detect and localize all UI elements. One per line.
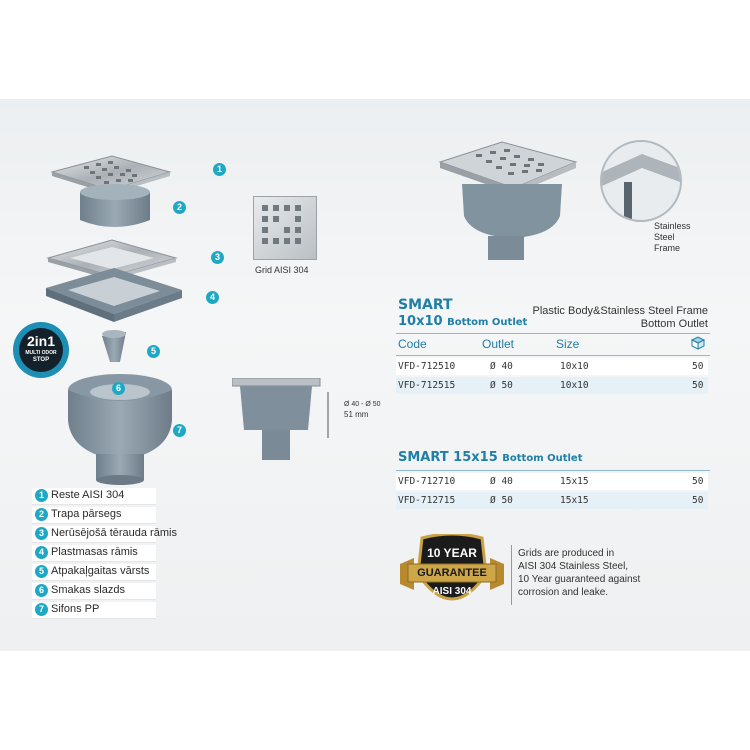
frame-caption-2: Steel [654,232,675,242]
multi-odor-stop-badge: 2in1 MULTI ODOR STOP [13,322,69,378]
legend-num: 4 [35,546,48,559]
callout-7: 7 [173,424,186,437]
frame-caption-1: Stainless [654,221,691,231]
legend-num: 5 [35,565,48,578]
smart10-hdr-code: Code [398,337,427,351]
smart10-table: VFD-712510 Ø 40 10x10 50 VFD-712515 Ø 50… [396,358,710,398]
row-outlet: Ø 50 [490,380,513,391]
legend-num: 2 [35,508,48,521]
row-qty: 50 [692,380,704,391]
legend-num: 7 [35,603,48,616]
smart15-title: SMART 15x15 Bottom Outlet [398,450,583,465]
legend-label: Plastmasas rāmis [51,546,138,558]
guarantee-text-line: corrosion and leake. [518,587,609,598]
guarantee-text-line: Grids are produced in [518,548,615,559]
guarantee-text: Grids are produced in AISI 304 Stainless… [518,547,640,599]
smart10-outlet-label: Bottom Outlet [447,317,528,328]
callout-3: 3 [211,251,224,264]
frame-detail-zoom [600,140,682,222]
callout-5: 5 [147,345,160,358]
row-size: 15x15 [560,495,589,506]
row-size: 10x10 [560,380,589,391]
row-qty: 50 [692,476,704,487]
row-size: 15x15 [560,476,589,487]
grid-pattern [262,205,301,244]
table-row: VFD-712515 Ø 50 10x10 50 [396,377,708,394]
frame-caption-3: Frame [654,243,681,253]
table-row: VFD-712510 Ø 40 10x10 50 [396,358,708,375]
badge-stop: STOP [32,357,50,363]
legend-num: 1 [35,489,48,502]
guarantee-divider [511,545,512,605]
legend-label: Trapa pārsegs [51,508,122,520]
legend-label: Atpakaļgaitas vārsts [51,565,150,577]
guarantee-text-line: AISI 304 Stainless Steel, [518,561,629,572]
smart15-outlet-label: Bottom Outlet [502,453,583,464]
package-icon [690,336,706,355]
guarantee-text-line: 10 Year guaranteed against [518,574,641,585]
guarantee-seal: 10 YEAR GUARANTEE AISI 304 [400,532,504,616]
dim-height: 51 mm [344,410,369,419]
grid-caption: Grid AISI 304 [255,265,309,275]
table-row: VFD-712715 Ø 50 15x15 50 [396,492,708,509]
badge-multi-odor: MULTI ODOR [25,350,57,356]
smart10-desc2: Bottom Outlet [640,318,708,330]
guarantee-top: 10 YEAR [427,546,477,560]
legend-label: Smakas slazds [51,584,125,596]
smart15-table: VFD-712710 Ø 40 15x15 50 VFD-712715 Ø 50… [396,473,710,513]
smart15-top-rule [396,470,710,471]
side-section-illustration [232,378,329,460]
assembled-drain-illustration [438,141,578,260]
smart10-hdr-outlet: Outlet [482,337,515,351]
row-code: VFD-712510 [398,361,456,372]
row-outlet: Ø 40 [490,476,513,487]
dim-diameter: Ø 40 - Ø 50 [344,401,381,408]
callout-1: 1 [213,163,226,176]
table-row: VFD-712710 Ø 40 15x15 50 [396,473,708,490]
smart10-size-value: 10x10 [398,314,443,329]
legend-label: Nerūsējošā tērauda rāmis [51,527,177,539]
row-code: VFD-712515 [398,380,456,391]
legend-num: 3 [35,527,48,540]
legend-label: Sifons PP [51,603,100,615]
row-size: 10x10 [560,361,589,372]
row-qty: 50 [692,361,704,372]
legend-num: 6 [35,584,48,597]
smart10-desc1: Plastic Body&Stainless Steel Frame [532,305,708,317]
callout-4: 4 [206,291,219,304]
smart10-hdr-rule [396,355,710,356]
smart10-top-rule [396,333,710,334]
smart10-hdr-size: Size [556,337,580,351]
badge-2in1: 2in1 [26,333,55,349]
smart15-name: SMART 15x15 [398,450,498,465]
grid-thumbnail [253,196,317,260]
guarantee-middle: GUARANTEE [417,567,487,579]
row-outlet: Ø 50 [490,495,513,506]
callout-6: 6 [112,382,125,395]
exploded-drain-illustration [46,155,182,485]
guarantee-bottom: AISI 304 [432,586,472,597]
row-code: VFD-712710 [398,476,456,487]
row-code: VFD-712715 [398,495,456,506]
row-outlet: Ø 40 [490,361,513,372]
smart10-size: 10x10 Bottom Outlet [398,314,527,329]
smart10-name: SMART [398,297,453,313]
callout-2: 2 [173,201,186,214]
row-qty: 50 [692,495,704,506]
legend-label: Reste AISI 304 [51,489,125,501]
